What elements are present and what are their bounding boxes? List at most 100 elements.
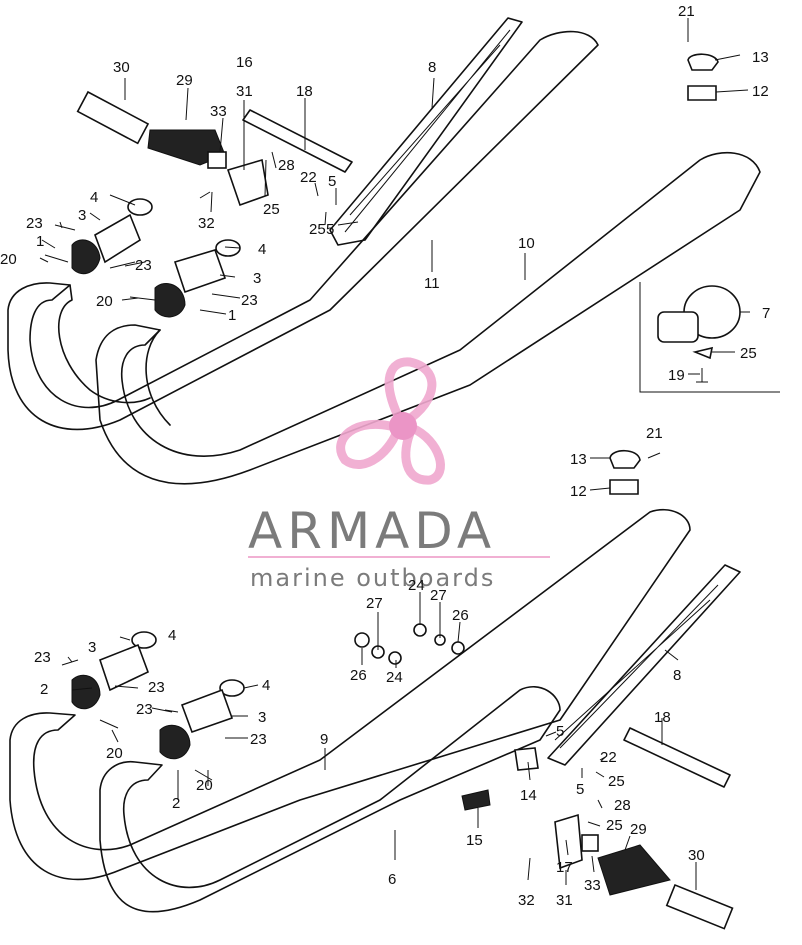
bracket-17-lower xyxy=(554,813,583,870)
clamp-13-lower xyxy=(609,449,641,469)
joint-3-lower-a xyxy=(99,643,150,692)
callout-4: 4 xyxy=(258,241,266,258)
armada-watermark: ARMADA marine outboards xyxy=(248,357,550,592)
callout-28: 28 xyxy=(278,157,295,174)
inset-box xyxy=(639,282,780,393)
callout-3: 3 xyxy=(78,207,86,224)
callout-29: 29 xyxy=(630,821,647,838)
footpeg-bar-30-upper xyxy=(76,90,150,145)
muffler-11 xyxy=(7,30,599,431)
callout-8: 8 xyxy=(673,667,681,684)
leader-lines xyxy=(39,18,750,890)
muffler-6 xyxy=(99,685,561,913)
callout-23: 23 xyxy=(250,731,267,748)
callout-33: 33 xyxy=(210,103,227,120)
callout-5: 5 xyxy=(328,173,336,190)
callout-32: 32 xyxy=(198,215,215,232)
callout-3: 3 xyxy=(88,639,96,656)
flange-2-lower-b xyxy=(159,724,191,760)
callout-18: 18 xyxy=(654,709,671,726)
callout-23: 23 xyxy=(26,215,43,232)
callout-6: 6 xyxy=(388,871,396,888)
callout-16: 16 xyxy=(236,54,253,71)
callout-21: 21 xyxy=(646,425,663,442)
callout-25: 25 xyxy=(309,221,326,238)
clip-14 xyxy=(514,747,539,771)
watermark-tagline: marine outboards xyxy=(250,564,495,592)
callout-13: 13 xyxy=(752,49,769,66)
callout-27: 27 xyxy=(430,587,447,604)
ring-12-lower xyxy=(609,479,639,495)
callout-20: 20 xyxy=(0,251,17,268)
callout-5: 5 xyxy=(556,723,564,740)
footpeg-bar-30-lower xyxy=(665,883,734,930)
gasket-4-upper-a xyxy=(127,198,153,216)
callout-4: 4 xyxy=(262,677,270,694)
callout-3: 3 xyxy=(253,270,261,287)
callout-24: 24 xyxy=(386,669,403,686)
callout-20: 20 xyxy=(196,777,213,794)
muffler-10 xyxy=(95,152,761,485)
callout-12: 12 xyxy=(570,483,587,500)
callout-21: 21 xyxy=(678,3,695,20)
callout-1: 1 xyxy=(228,307,236,324)
callout-33: 33 xyxy=(584,877,601,894)
upper-exhaust-assembly xyxy=(7,17,780,485)
joint-3-lower-b xyxy=(180,688,234,734)
callout-31: 31 xyxy=(556,892,573,909)
callout-2: 2 xyxy=(172,795,180,812)
callout-31: 31 xyxy=(236,83,253,100)
callout-24: 24 xyxy=(408,577,425,594)
flange-1-upper-a xyxy=(71,239,101,275)
callout-18: 18 xyxy=(296,83,313,100)
heat-shield-8-upper xyxy=(329,17,523,246)
callout-8: 8 xyxy=(428,59,436,76)
callout-29: 29 xyxy=(176,72,193,89)
callout-10: 10 xyxy=(518,235,535,252)
lower-exhaust-assembly xyxy=(9,449,741,930)
callout-5: 5 xyxy=(576,781,584,798)
callout-27: 27 xyxy=(366,595,383,612)
callout-17: 17 xyxy=(556,859,573,876)
clamp-13-upper xyxy=(687,53,719,71)
callout-12: 12 xyxy=(752,83,769,100)
callout-15: 15 xyxy=(466,832,483,849)
callout-25: 25 xyxy=(608,773,625,790)
callout-23: 23 xyxy=(135,257,152,274)
propeller-hub xyxy=(389,412,417,440)
callout-30: 30 xyxy=(688,847,705,864)
tube-18-upper xyxy=(242,109,353,173)
callout-20: 20 xyxy=(106,745,123,762)
callout-32: 32 xyxy=(518,892,535,909)
callout-13: 13 xyxy=(570,451,587,468)
callout-3: 3 xyxy=(258,709,266,726)
callout-26: 26 xyxy=(452,607,469,624)
joint-3-upper-b xyxy=(173,249,227,294)
watermark-underline xyxy=(248,556,550,558)
callout-7: 7 xyxy=(762,305,770,322)
callout-2: 2 xyxy=(40,681,48,698)
washer-26-a xyxy=(354,632,370,648)
callout-11: 11 xyxy=(424,275,440,292)
armada-propeller-logo xyxy=(336,357,445,485)
watermark-brand: ARMADA xyxy=(248,502,496,560)
callout-25: 25 xyxy=(606,817,623,834)
joint-3-upper-a xyxy=(94,213,141,264)
callout-23: 23 xyxy=(148,679,165,696)
callout-25: 25 xyxy=(263,201,280,218)
callout-22: 22 xyxy=(600,749,617,766)
callout-22: 22 xyxy=(300,169,317,186)
callout-5: 5 xyxy=(326,221,334,238)
bracket-16-upper xyxy=(226,158,269,207)
footpeg-rubber-29-lower xyxy=(597,844,671,896)
callout-26: 26 xyxy=(350,667,367,684)
callout-9: 9 xyxy=(320,731,328,748)
clip-15 xyxy=(461,789,491,811)
callout-30: 30 xyxy=(113,59,130,76)
callout-23: 23 xyxy=(136,701,153,718)
callout-28: 28 xyxy=(614,797,631,814)
callout-19: 19 xyxy=(668,367,685,384)
callouts: 30 29 33 16 31 18 28 8 21 13 12 22 5 25 … xyxy=(0,3,770,909)
